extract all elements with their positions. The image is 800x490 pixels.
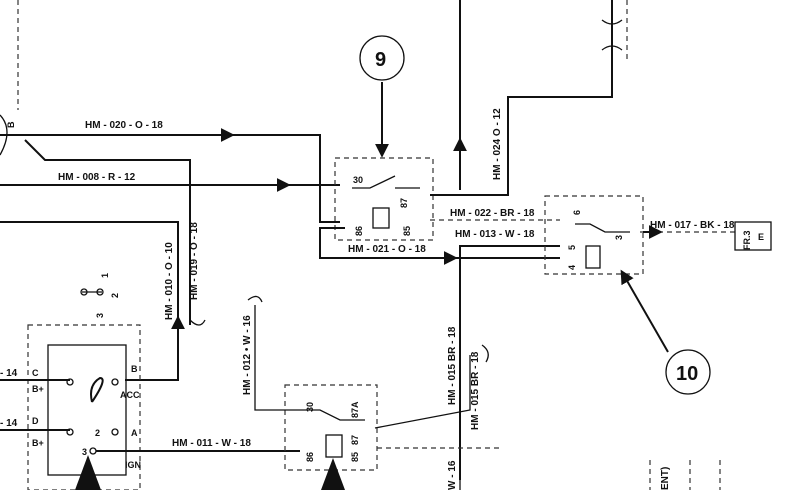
wire-hm024 (430, 0, 613, 196)
relay-10-pointer (620, 269, 669, 353)
wire-hm015b-label: HM - 015 BR - 18 (470, 351, 481, 430)
switch-pos-dot-a (80, 288, 88, 296)
relay-9-callout: 9 (375, 49, 386, 71)
switch-pos-1: 1 (100, 273, 110, 278)
wire-hm022-label: HM - 022 - BR - 18 (450, 208, 535, 219)
relay-lower-coil (325, 434, 343, 458)
relay-10-pin-4: 4 (567, 265, 577, 270)
ignition-switch-box (27, 324, 141, 490)
switch-term-bplus-1: B+ (32, 384, 44, 394)
relay-lower-pin-86: 86 (305, 452, 315, 462)
wire-hm021-label: HM - 021 - O - 18 (348, 244, 426, 255)
wire-hm012-label: HM - 012 • W - 16 (242, 315, 253, 395)
relay-lower-switch (300, 409, 365, 421)
relay-9-switch (352, 175, 420, 189)
wire-14b-label: - 14 (0, 418, 18, 429)
switch-term-ign: IGN (125, 460, 141, 470)
relay-lower-pin-87: 87 (350, 435, 360, 445)
wire-hm020 (0, 134, 340, 223)
relay-9-pin-85: 85 (402, 226, 412, 236)
wire-hm010 (0, 221, 179, 381)
relay-10-callout-circle (665, 349, 711, 395)
fr3-box (734, 221, 772, 251)
wire-hm012 (254, 305, 300, 411)
wire-hm015-link (374, 355, 471, 429)
switch-lever (90, 376, 104, 403)
wire-hm011-label: HM - 011 - W - 18 (172, 438, 251, 449)
switch-contact-a (111, 428, 119, 436)
relay-10-pin-5: 5 (567, 245, 577, 250)
switch-term-d: D (32, 416, 39, 426)
wire-hm015-hook (481, 344, 489, 363)
relay-9-box (334, 157, 434, 241)
wire-hm013 (459, 245, 560, 480)
wire-diagonal (24, 139, 191, 325)
relay-10-coil (585, 245, 601, 269)
relay-lower-box (284, 384, 378, 471)
fr3-sub: E (758, 232, 764, 242)
top-connector (601, 19, 623, 51)
switch-term-c: C (32, 368, 39, 378)
switch-pos-dot-b (96, 288, 104, 296)
wire-hm020-label: HM - 020 - O - 18 (85, 120, 163, 131)
relay-10-pin-3: 3 (614, 235, 624, 240)
wire-14a-label: - 14 (0, 368, 18, 379)
relay-lower-pin-85: 85 (350, 452, 360, 462)
corner-text: ENT) (660, 467, 671, 490)
switch-contact-3 (89, 447, 97, 455)
wire-hm012-hook (247, 295, 263, 303)
relay-9-coil (372, 207, 390, 229)
switch-pos-3: 3 (82, 447, 87, 457)
relay-lower-pointer-arrow (321, 458, 345, 490)
switch-pos-2: 2 (95, 428, 100, 438)
switch-pos-2-top: 2 (110, 293, 120, 298)
wire-w16-label: W - 16 (447, 460, 458, 490)
switch-pointer-arrow (75, 455, 101, 490)
relay-10-pin-6: 6 (572, 210, 582, 215)
relay-10-callout: 10 (676, 363, 698, 385)
wire-hm010-label: HM - 010 - O - 10 (164, 242, 175, 320)
switch-contact-d (66, 428, 74, 436)
switch-contact-c (66, 378, 74, 386)
switch-term-bplus-2: B+ (32, 438, 44, 448)
wire-hm024-label: HM - 024 O - 12 (492, 108, 503, 180)
wire-hm013-label: HM - 013 - W - 18 (455, 229, 535, 240)
relay-9-callout-circle (359, 35, 405, 81)
wire-hm015a-label: HM - 015 BR - 18 (447, 326, 458, 405)
relay-10-switch (575, 223, 630, 233)
wire-hm008-label: HM - 008 - R - 12 (58, 172, 136, 183)
fr3-label: FR.3 (742, 230, 752, 250)
connector-b-arc (0, 114, 8, 156)
wire-hm019-hook (189, 319, 206, 326)
switch-contact-acc (111, 378, 119, 386)
relay-lower-pin-30: 30 (305, 402, 315, 412)
relay-9-pin-87: 87 (399, 198, 409, 208)
relay-9-pin-86: 86 (354, 226, 364, 236)
relay-10-box (544, 195, 644, 275)
connector-b-label: B (6, 121, 16, 128)
relay-9-pin-30: 30 (353, 175, 363, 185)
switch-term-b: B (131, 364, 138, 374)
switch-term-acc: ACC (120, 390, 140, 400)
switch-pos-3-top: 3 (95, 313, 105, 318)
wire-hm017-label: HM - 017 - BK - 18 (650, 220, 735, 231)
relay-lower-pin-87a: 87A (350, 401, 360, 418)
switch-term-a: A (131, 428, 138, 438)
wire-hm019-label: HM - 019 - O - 18 (189, 222, 200, 300)
